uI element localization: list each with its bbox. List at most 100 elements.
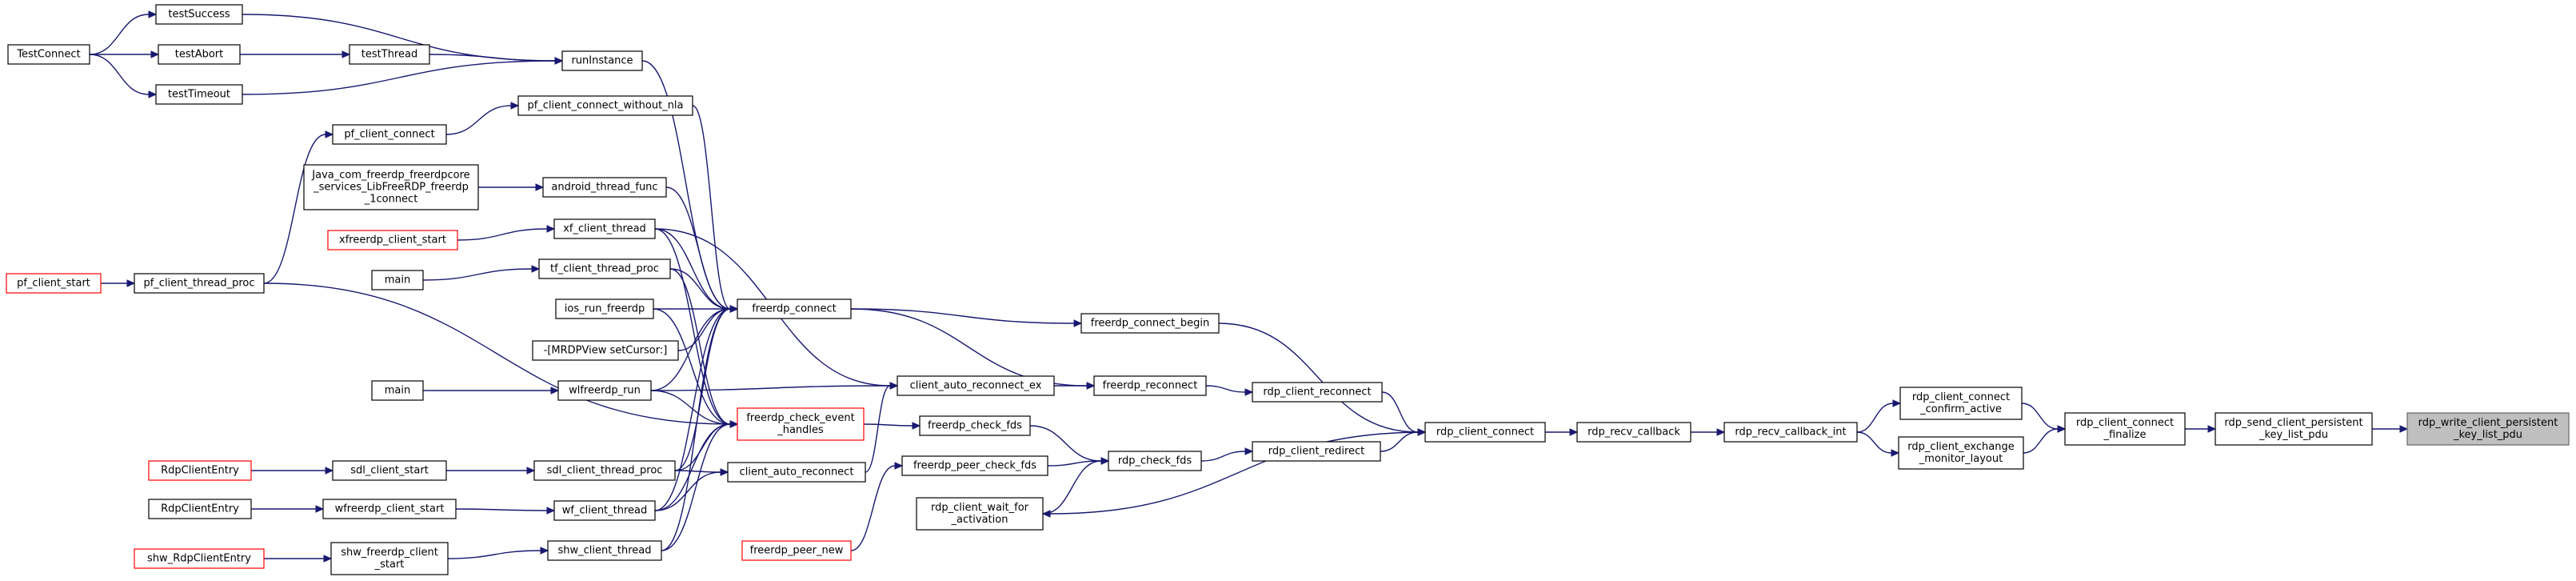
node-box (553, 500, 656, 521)
node-box (1252, 441, 1381, 462)
node-label: wlfreerdp_run (569, 385, 641, 397)
node-label: wf_client_thread (562, 505, 648, 517)
node-label: rdp_client_redirect (1268, 446, 1365, 458)
node-rdp_send_client_persistent_key_list_pdu[interactable]: rdp_send_client_persistent_key_list_pdu (2215, 412, 2373, 446)
node-RdpClientEntry1[interactable]: RdpClientEntry (148, 460, 252, 481)
node-label: rdp_client_reconnect (1263, 387, 1371, 399)
call-edge-rdp_client_connect-to-rdp_recv_callback (1545, 428, 1579, 436)
node-rdp_client_reconnect[interactable]: rdp_client_reconnect (1252, 382, 1383, 403)
call-edge-rdp_client_connect_finalize-to-rdp_send_client_persistent_key_list_pdu (2185, 425, 2217, 433)
node-wfreerdp_client_start[interactable]: wfreerdp_client_start (322, 499, 457, 519)
call-edge-freerdp_reconnect-to-rdp_client_reconnect (1205, 385, 1254, 396)
node-rdp_client_connect_finalize[interactable]: rdp_client_connect_finalize (2064, 412, 2186, 446)
node-box (532, 340, 679, 361)
node-xfreerdp_client_start[interactable]: xfreerdp_client_start (327, 230, 458, 250)
node-rdp_write_client_persistent_key_list_pdu[interactable]: rdp_write_client_persistent_key_list_pdu (2406, 412, 2570, 446)
node-label: tf_client_thread_proc (550, 263, 659, 275)
node-label: xf_client_thread (563, 223, 646, 235)
call-edge-sdl_client_start-to-sdl_client_thread_proc (445, 467, 536, 475)
node-shw_freerdp_client_start[interactable]: shw_freerdp_client_start (330, 542, 449, 575)
node-testTimeout[interactable]: testTimeout (155, 84, 243, 105)
node-box (555, 299, 654, 319)
node-box (1424, 422, 1546, 443)
node-freerdp_peer_new[interactable]: freerdp_peer_new (741, 540, 852, 561)
node-client_auto_reconnect_ex[interactable]: client_auto_reconnect_ex (897, 375, 1055, 396)
node-java_connect[interactable]: Java_com_freerdp_freerdpcore_services_Li… (303, 164, 479, 210)
node-main1[interactable]: main (371, 270, 424, 290)
node-label: freerdp_reconnect (1103, 380, 1198, 392)
node-box (1576, 422, 1691, 443)
node-rdp_recv_callback_int[interactable]: rdp_recv_callback_int (1723, 422, 1858, 443)
node-label: freerdp_check_event (746, 412, 854, 424)
node-freerdp_connect_begin[interactable]: freerdp_connect_begin (1080, 313, 1220, 334)
node-pf_client_thread_proc[interactable]: pf_client_thread_proc (134, 273, 265, 294)
node-label: rdp_write_client_persistent (2418, 417, 2558, 429)
node-shw_RdpClientEntry[interactable]: shw_RdpClientEntry (134, 548, 265, 569)
node-rdp_client_connect[interactable]: rdp_client_connect (1424, 422, 1546, 443)
node-sdl_client_thread_proc[interactable]: sdl_client_thread_proc (533, 460, 676, 481)
node-label: rdp_recv_callback_int (1735, 427, 1846, 439)
node-main2[interactable]: main (371, 380, 424, 401)
node-rdp_client_redirect[interactable]: rdp_client_redirect (1252, 441, 1381, 462)
node-label: rdp_client_connect (2076, 417, 2174, 429)
node-freerdp_connect[interactable]: freerdp_connect (737, 299, 852, 319)
node-box (1898, 436, 2024, 470)
node-rdp_recv_callback[interactable]: rdp_recv_callback (1576, 422, 1691, 443)
node-rdp_client_wait_for_activation[interactable]: rdp_client_wait_for_activation (916, 497, 1044, 531)
node-ios_run_freerdp[interactable]: ios_run_freerdp (555, 299, 654, 319)
call-edge-freerdp_check_event_handles-to-freerdp_check_fds (863, 422, 921, 430)
node-label: rdp_send_client_persistent (2224, 417, 2362, 429)
node-box (517, 95, 693, 116)
node-tf_client_thread_proc[interactable]: tf_client_thread_proc (538, 258, 671, 279)
node-box (322, 499, 457, 519)
node-pf_client_connect_without_nla[interactable]: pf_client_connect_without_nla (517, 95, 693, 116)
function-nodes: TestConnect testSuccess testAbort testTimeo… (6, 4, 2570, 575)
node-label: RdpClientEntry (161, 465, 239, 477)
node-TestConnect[interactable]: TestConnect (7, 44, 90, 65)
node-sdl_client_start[interactable]: sdl_client_start (332, 460, 447, 481)
node-android_thread_func[interactable]: android_thread_func (542, 177, 667, 198)
node-runInstance[interactable]: runInstance (561, 50, 643, 71)
node-rdp_client_exchange_monitor_layout[interactable]: rdp_client_exchange_monitor_layout (1898, 436, 2024, 470)
node-box (737, 299, 852, 319)
node-box (332, 124, 447, 145)
node-box (330, 542, 449, 575)
call-edge-rdp_check_fds-to-rdp_client_redirect (1200, 447, 1254, 462)
call-edge-wf_client_thread-to-client_auto_reconnect (654, 468, 729, 511)
node-box (919, 415, 1031, 436)
node-freerdp_reconnect[interactable]: freerdp_reconnect (1093, 375, 1207, 396)
node-box (349, 44, 430, 65)
node-pf_client_connect[interactable]: pf_client_connect (332, 124, 447, 145)
node-label: client_auto_reconnect_ex (910, 380, 1042, 392)
node-label: _start (374, 559, 405, 571)
node-testThread[interactable]: testThread (349, 44, 430, 65)
node-xf_client_thread[interactable]: xf_client_thread (553, 218, 656, 239)
node-client_auto_reconnect[interactable]: client_auto_reconnect (727, 462, 866, 483)
node-label: main (385, 274, 410, 286)
node-wf_client_thread[interactable]: wf_client_thread (553, 500, 656, 521)
node-freerdp_check_fds[interactable]: freerdp_check_fds (919, 415, 1031, 436)
node-label: pf_client_connect_without_nla (527, 100, 683, 112)
call-edge-rdp_client_wait_for_activation-to-rdp_check_fds (1042, 457, 1110, 515)
node-label: _1connect (364, 194, 418, 206)
node-mrdp_setcursor[interactable]: -[MRDPView setCursor:] (532, 340, 679, 361)
node-freerdp_peer_check_fds[interactable]: freerdp_peer_check_fds (901, 455, 1048, 476)
node-box (1723, 422, 1858, 443)
node-pf_client_start[interactable]: pf_client_start (6, 273, 102, 294)
node-wlfreerdp_run[interactable]: wlfreerdp_run (557, 380, 652, 401)
node-freerdp_check_event_handles[interactable]: freerdp_check_event_handles (737, 407, 865, 441)
node-label: _monitor_layout (1919, 453, 2003, 465)
call-edge-shw_freerdp_client_start-to-shw_client_thread (447, 547, 549, 559)
node-box (155, 4, 243, 25)
node-label: Java_com_freerdp_freerdpcore (311, 170, 469, 182)
node-rdp_check_fds[interactable]: rdp_check_fds (1108, 451, 1202, 471)
call-edge-rdp_client_exchange_monitor_layout-to-rdp_client_connect_finalize (2023, 425, 2067, 454)
node-box (897, 375, 1055, 396)
call-edges (89, 10, 2409, 563)
node-testSuccess[interactable]: testSuccess (155, 4, 243, 25)
node-shw_client_thread[interactable]: shw_client_thread (547, 540, 662, 561)
node-box (155, 84, 243, 105)
node-RdpClientEntry2[interactable]: RdpClientEntry (148, 499, 252, 519)
node-testAbort[interactable]: testAbort (158, 44, 241, 65)
node-rdp_client_connect_confirm_active[interactable]: rdp_client_connect_confirm_active (1899, 387, 2023, 420)
